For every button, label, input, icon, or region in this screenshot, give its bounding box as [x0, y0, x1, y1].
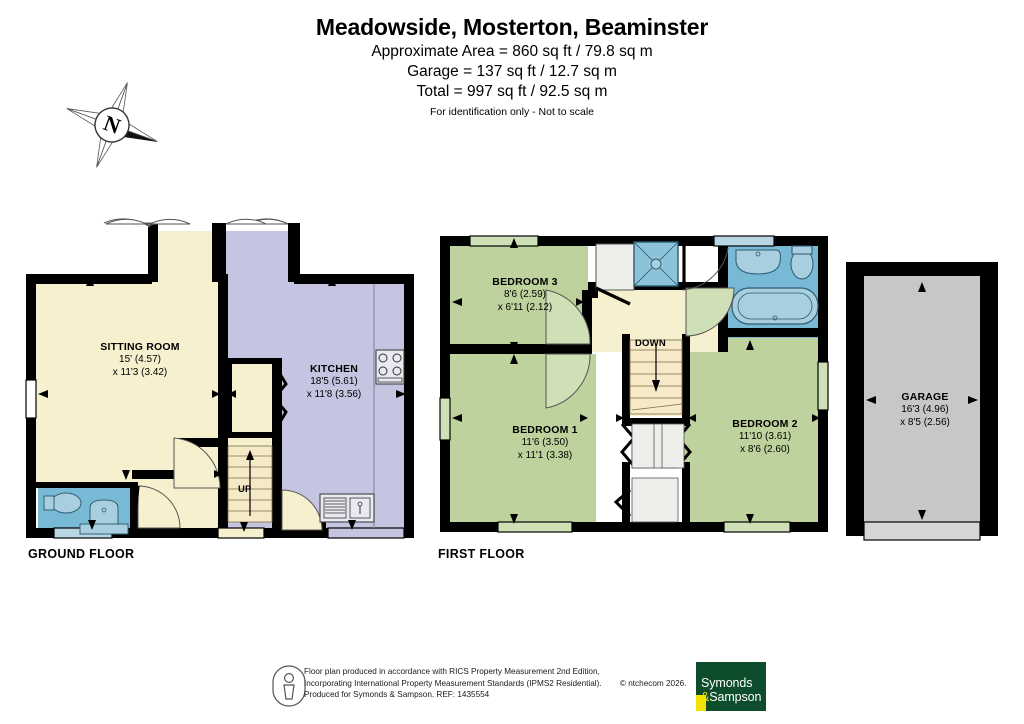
- wc-fittings: [43, 492, 129, 535]
- footer-line-2: Incorporating International Property Mea…: [304, 678, 602, 688]
- logo-yellow-bar: [696, 695, 706, 711]
- staircase-down: [629, 339, 683, 415]
- compass-icon: N: [62, 78, 162, 173]
- garage-dimension-arrows: [866, 282, 978, 520]
- staircase-up: [227, 445, 273, 523]
- first-floor-label: FIRST FLOOR: [438, 547, 525, 561]
- cupboard-doors: [272, 363, 288, 433]
- garage-walls: [846, 262, 998, 536]
- ground-dimension-arrows: [38, 276, 406, 532]
- ground-stair-direction-label: UP: [238, 484, 252, 495]
- first-floor-plan: [436, 232, 836, 544]
- cupboard-fill: [595, 243, 635, 291]
- logo-line-1: Symonds: [701, 676, 753, 690]
- ground-entry-door-arcs: [103, 218, 289, 228]
- ground-internal-door-arcs: [137, 437, 323, 531]
- ground-door-leaves: [132, 485, 140, 529]
- plan-footer: Floor plan produced in accordance with R…: [272, 662, 772, 714]
- footer-text-block: Floor plan produced in accordance with R…: [304, 666, 687, 701]
- garage-plan: [840, 258, 1010, 543]
- first-floor-door-arcs: [545, 247, 735, 409]
- ground-floor-plan: [22, 198, 422, 543]
- sitting-room-fill: [34, 231, 218, 488]
- logo-line-2: &Sampson: [701, 690, 761, 704]
- shower-icon: [633, 241, 679, 287]
- footer-copyright: © ntchecom 2026.: [619, 678, 687, 688]
- logo-sampson-word: Sampson: [709, 690, 762, 704]
- person-icon: [272, 665, 306, 707]
- approximate-area-line: Approximate Area = 860 sq ft / 79.8 sq m: [371, 43, 653, 60]
- first-floor-door-leaves: [595, 246, 686, 306]
- plan-header: Meadowside, Mosterton, Beaminster Approx…: [0, 12, 1024, 120]
- first-stair-direction-label: DOWN: [635, 338, 666, 349]
- footer-line-3: Produced for Symonds & Sampson. REF: 143…: [304, 690, 490, 700]
- garage-door: [863, 521, 981, 541]
- identification-note: For identification only - Not to scale: [430, 106, 594, 118]
- page-title: Meadowside, Mosterton, Beaminster: [315, 14, 709, 40]
- logo-ampersand: &: [701, 690, 710, 704]
- hob-icon: [375, 349, 405, 385]
- footer-line-1: Floor plan produced in accordance with R…: [304, 667, 600, 676]
- landing-cupboard-fills: [631, 423, 685, 523]
- first-floor-windows: [439, 235, 829, 533]
- bathroom-fittings: [731, 245, 819, 325]
- ground-floor-label: GROUND FLOOR: [28, 547, 135, 561]
- sink-icon: [319, 493, 375, 523]
- symonds-sampson-logo: Symonds &Sampson: [696, 662, 766, 711]
- first-floor-dimension-arrows: [452, 238, 820, 524]
- total-area-line: Total = 997 sq ft / 92.5 sq m: [416, 83, 608, 100]
- bedroom-2-fill: [682, 336, 824, 522]
- garage-area-line: Garage = 137 sq ft / 12.7 sq m: [407, 63, 617, 80]
